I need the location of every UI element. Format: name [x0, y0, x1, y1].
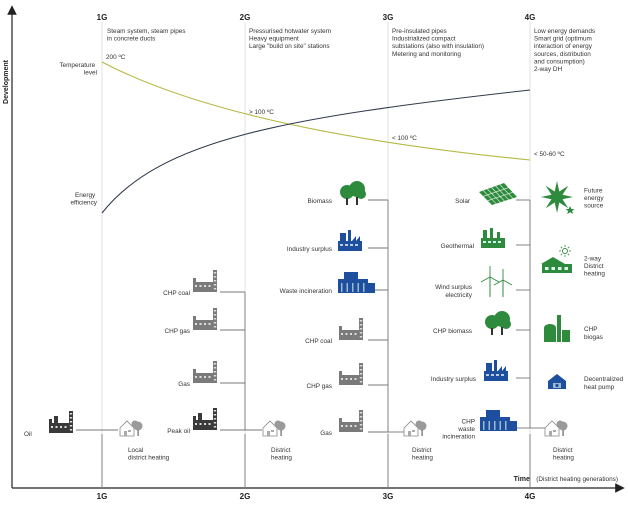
generation-top-2g: 2G [240, 13, 251, 22]
future-source-icon-1 [541, 245, 572, 273]
temperature-level-label: Temperature level [59, 62, 97, 77]
energy-efficiency-curve [101, 89, 531, 214]
g4-source-icon-5 [480, 410, 517, 431]
g3-source-icon-5 [339, 410, 363, 432]
oil-plant-icon [49, 411, 73, 433]
g4-source-icon-2 [480, 266, 513, 297]
y-axis-title: Development [3, 59, 10, 104]
temp-label-1g: 200 ºC [106, 54, 126, 61]
g2-source-label-0: CHP coal [163, 290, 190, 297]
generation-top-1g: 1G [97, 13, 108, 22]
g4-source-icon-1 [481, 228, 505, 248]
g3-source-label-3: CHP coal [305, 338, 332, 345]
future-source-icon-0 [541, 181, 575, 214]
x-axis-title-suffix: (District heating generations) [536, 476, 618, 483]
future-source-icon-3 [548, 374, 566, 389]
g3-source-label-5: Gas [320, 430, 332, 437]
future-source-icon-2 [544, 315, 570, 342]
district-heating-nodes [119, 420, 568, 437]
g4-source-label-0: Solar [455, 198, 471, 205]
g4-source-icon-3 [485, 311, 511, 335]
g3-source-icon-0 [340, 181, 366, 205]
g2-source-icon-2 [193, 361, 217, 383]
g3-source-label-1: Industry surplus [287, 246, 332, 253]
district-heating-house-icon-2 [403, 420, 427, 437]
generation-desc-4g: Low energy demands Smart grid (optimum i… [534, 28, 597, 73]
g2-source-icon-0 [193, 270, 217, 292]
g3-source-label-2: Waste incineration [280, 288, 333, 295]
generation-desc-1g: Steam system, steam pipes in concrete du… [107, 28, 187, 43]
x-axis-title: Time (District heating generations) [514, 468, 618, 485]
generation-desc-2g: Pressurised hotwater system Heavy equipm… [249, 28, 333, 50]
generation-top-4g: 4G [525, 13, 536, 22]
g3-source-icon-4 [339, 363, 363, 385]
district-heating-house-icon-1 [262, 420, 286, 437]
x-axis-title-main: Time [514, 476, 530, 483]
district-heating-house-icon-3 [544, 420, 568, 437]
district-heating-house-icon-0 [119, 420, 143, 437]
temp-label-3g: < 100 ºC [392, 135, 417, 142]
energy-efficiency-label: Energy efficiency [70, 192, 97, 207]
generation-top-3g: 3G [383, 13, 394, 22]
generation-bottom-2g: 2G [240, 492, 251, 501]
g2-source-label-2: Gas [178, 381, 190, 388]
g4-source-label-4: Industry surplus [431, 376, 476, 383]
temp-label-4g: < 50-60 ºC [534, 151, 565, 158]
g4-source-label-1: Geothermal [441, 243, 474, 250]
source-icons [49, 181, 575, 433]
g3-source-label-0: Biomass [307, 198, 332, 205]
source-connectors [76, 199, 546, 488]
g4-source-label-3: CHP biomass [433, 328, 472, 335]
generation-bottom-3g: 3G [383, 492, 394, 501]
g2-source-icon-1 [193, 308, 217, 330]
g4-source-icon-4 [484, 360, 508, 381]
g3-source-icon-3 [339, 318, 363, 340]
g3-source-icon-1 [338, 230, 362, 251]
g3-source-icon-2 [338, 272, 375, 293]
generation-desc-3g: Pre-insulated pipes Industrialized compa… [392, 28, 486, 58]
temperature-level-curve [101, 61, 531, 161]
g2-source-label-3: Peak oil [167, 428, 190, 435]
g4-source-icon-0 [479, 183, 517, 205]
g2-source-label-1: CHP gas [165, 328, 190, 335]
g3-source-label-4: CHP gas [307, 383, 332, 390]
generation-bottom-1g: 1G [97, 492, 108, 501]
source-label-oil: Oil [24, 431, 32, 438]
g2-source-icon-3 [193, 408, 217, 430]
temp-label-2g: > 100 ºC [249, 109, 274, 116]
generation-bottom-4g: 4G [525, 492, 536, 501]
